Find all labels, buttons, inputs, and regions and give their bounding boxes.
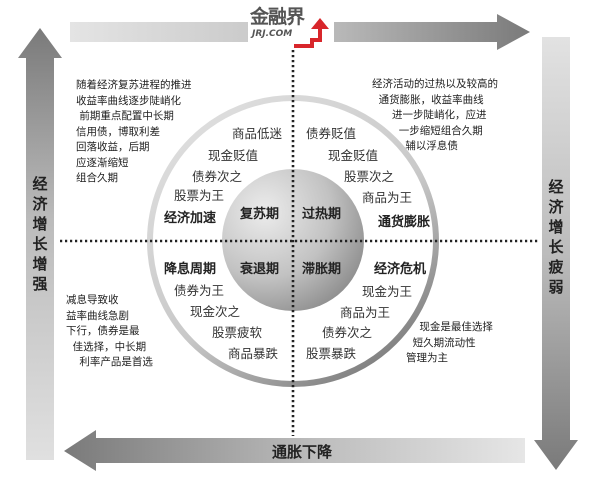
left-label-char: 增 xyxy=(32,255,48,273)
note-line: 前期重点配置中长期 xyxy=(76,110,174,122)
asset-item: 债券次之 xyxy=(192,169,243,184)
jrj-logo: 金融界 JRJ.COM xyxy=(248,2,334,48)
left-label-char: 增 xyxy=(32,215,48,233)
bottom-arrow-label: 通胀下降 xyxy=(272,443,333,461)
note-line: 辅以浮息债 xyxy=(372,140,458,152)
left-label-char: 经 xyxy=(32,175,48,193)
logo-chinese-text: 金融界 xyxy=(250,6,305,28)
note-line: 佳选择，中长期 xyxy=(66,340,147,353)
asset-item: 现金贬值 xyxy=(328,148,379,163)
phase-recovery: 复苏期 xyxy=(240,207,280,222)
right-arrow xyxy=(534,37,578,470)
note-line: 下行，债券是最 xyxy=(66,325,140,337)
left-arrow-label: 经 济 增 长 增 强 xyxy=(30,174,50,294)
asset-item: 股票疲软 xyxy=(212,325,263,340)
right-label-char: 疲 xyxy=(548,258,564,276)
asset-item: 商品为王 xyxy=(340,305,391,320)
asset-item: 现金次之 xyxy=(190,304,241,319)
asset-item: 债券为王 xyxy=(174,283,225,298)
asset-item: 债券贬值 xyxy=(306,126,357,141)
left-arrow xyxy=(18,28,62,460)
right-label-char: 长 xyxy=(548,238,564,256)
asset-item: 现金贬值 xyxy=(208,148,259,163)
asset-item: 商品暴跌 xyxy=(228,346,279,361)
note-line: 短久期流动性 xyxy=(406,336,476,349)
left-label-char: 强 xyxy=(32,275,48,293)
asset-item: 商品为王 xyxy=(362,190,413,205)
asset-item: 股票为王 xyxy=(174,188,225,203)
note-line: 减息导致收 xyxy=(66,294,119,306)
note-line: 经济活动的过热以及较高的 xyxy=(372,78,498,90)
right-label-char: 弱 xyxy=(548,278,564,296)
right-label-char: 济 xyxy=(548,198,564,216)
note-line: 利率产品是首选 xyxy=(66,356,153,368)
bottom-arrow xyxy=(64,430,525,471)
note-line: 一步缩短组合久期 xyxy=(372,124,483,137)
note-top-right: 经济活动的过热以及较高的 通货膨胀，收益率曲线 进一步陡峭化，应进 一步缩短组合… xyxy=(372,77,498,155)
note-line: 信用债，博取利差 xyxy=(76,125,160,138)
right-label-char: 经 xyxy=(548,178,564,196)
right-label-char: 增 xyxy=(548,218,564,236)
up-arrow-logo-icon xyxy=(294,18,329,48)
asset-item: 股票暴跌 xyxy=(306,346,357,361)
quadrant-title-top-right: 通货膨胀 xyxy=(378,215,431,230)
asset-item: 现金为王 xyxy=(362,284,413,299)
note-line: 益率曲线急剧 xyxy=(66,309,129,322)
note-bottom-left: 减息导致收益率曲线急剧下行，债券是最 佳选择，中长期 利率产品是首选 xyxy=(66,293,153,371)
asset-item: 股票次之 xyxy=(344,169,395,184)
note-top-left: 随着经济复苏进程的推进收益率曲线逐步陡峭化 前期重点配置中长期信用债，博取利差回… xyxy=(76,78,192,187)
quadrant-title-bottom-left: 降息周期 xyxy=(164,262,217,277)
note-line: 管理为主 xyxy=(406,352,448,364)
note-bottom-right: 现金是最佳选择 短久期流动性管理为主 xyxy=(406,320,493,367)
note-line: 进一步陡峭化，应进 xyxy=(372,109,487,121)
right-arrow-label: 经 济 增 长 疲 弱 xyxy=(546,177,566,297)
left-label-char: 济 xyxy=(32,195,48,213)
note-line: 通货膨胀，收益率曲线 xyxy=(372,93,484,106)
phase-recession: 衰退期 xyxy=(240,262,280,277)
quadrant-title-bottom-right: 经济危机 xyxy=(374,262,427,277)
note-line: 回落收益，后期 xyxy=(76,141,150,153)
note-line: 现金是最佳选择 xyxy=(406,321,493,333)
phase-stagflation: 滞胀期 xyxy=(302,262,342,277)
note-line: 收益率曲线逐步陡峭化 xyxy=(76,94,181,107)
note-line: 组合久期 xyxy=(76,172,118,184)
asset-item: 债券次之 xyxy=(322,325,373,340)
phase-overheating: 过热期 xyxy=(302,207,342,222)
note-line: 应逐渐缩短 xyxy=(76,156,129,169)
quadrant-title-top-left: 经济加速 xyxy=(164,211,217,226)
logo-english-text: JRJ.COM xyxy=(252,29,293,39)
left-label-char: 长 xyxy=(32,235,48,253)
asset-item: 商品低迷 xyxy=(232,126,283,141)
note-line: 随着经济复苏进程的推进 xyxy=(76,79,192,91)
